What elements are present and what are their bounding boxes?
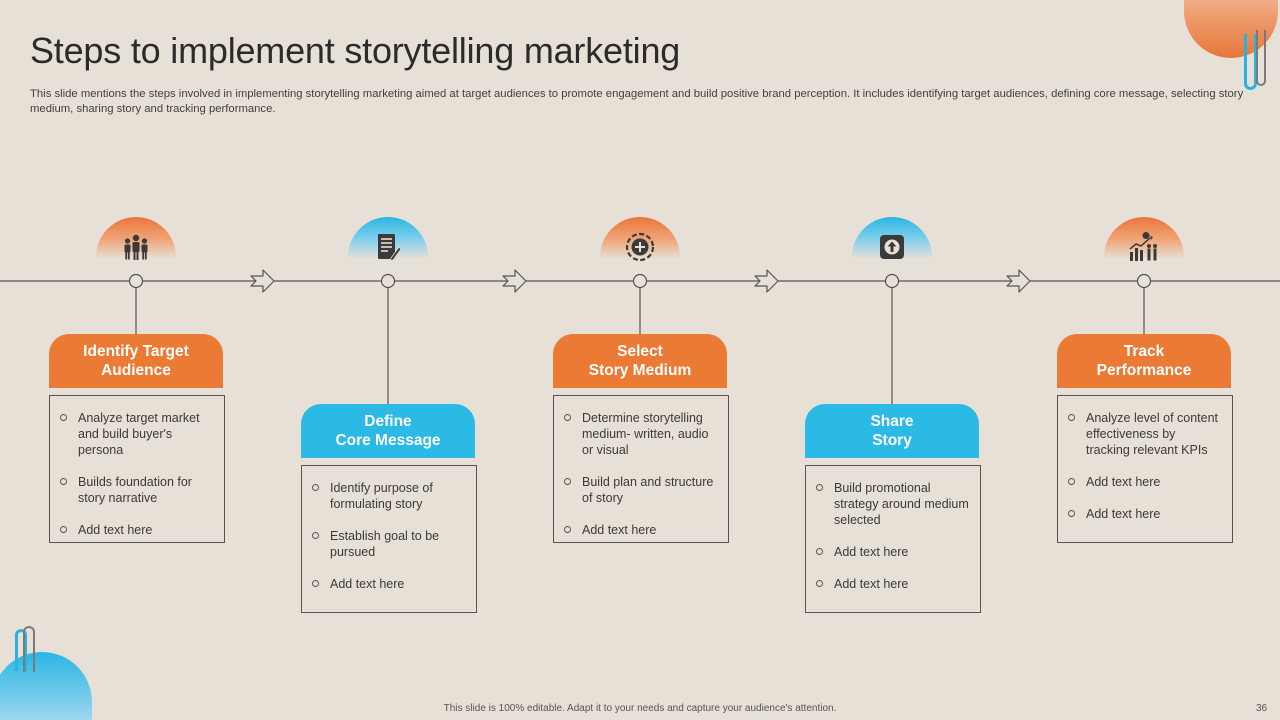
- step-2-details: Identify purpose of formulating story Es…: [301, 465, 477, 613]
- timeline-node-1: [128, 273, 144, 289]
- step-2-bullet-2: Establish goal to be pursued: [312, 528, 466, 560]
- step-1-header: Identify Target Audience: [49, 334, 223, 388]
- paperclip-decoration-bottom-inner: [23, 626, 35, 672]
- timeline-arrow-2: [502, 269, 527, 293]
- step-4-details: Build promotional strategy around medium…: [805, 465, 981, 613]
- step-3-header: Select Story Medium: [553, 334, 727, 388]
- paperclip-decoration-top: [1244, 34, 1257, 90]
- step-2-header: Define Core Message: [301, 404, 475, 458]
- step-1-bullet-1: Analyze target market and build buyer's …: [60, 410, 214, 458]
- plus-circle-icon: [625, 232, 655, 262]
- step-4-bullet-2: Add text here: [816, 544, 970, 560]
- step-2-bullet-1: Identify purpose of formulating story: [312, 480, 466, 512]
- step-4-header: Share Story: [805, 404, 979, 458]
- footer-note: This slide is 100% editable. Adapt it to…: [443, 703, 837, 714]
- page-number: 36: [1256, 703, 1268, 714]
- timeline-arrow-3: [754, 269, 779, 293]
- step-4-bullet-3: Add text here: [816, 576, 970, 592]
- step-3-bullet-1: Determine storytelling medium- written, …: [564, 410, 718, 458]
- timeline-node-3: [632, 273, 648, 289]
- timeline-arrow-1: [250, 269, 275, 293]
- page-subtitle: This slide mentions the steps involved i…: [30, 88, 1244, 115]
- paperclip-decoration-bottom: [15, 629, 27, 671]
- step-3-bullet-2: Build plan and structure of story: [564, 474, 718, 506]
- step-5-bullet-1: Analyze level of content effectiveness b…: [1068, 410, 1222, 458]
- step-5-bullet-3: Add text here: [1068, 506, 1222, 522]
- step-1-bullet-3: Add text here: [60, 522, 214, 538]
- timeline-node-5: [1136, 273, 1152, 289]
- step-3-bullet-3: Add text here: [564, 522, 718, 538]
- step-5-bullet-2: Add text here: [1068, 474, 1222, 490]
- step-4-bullet-1: Build promotional strategy around medium…: [816, 480, 970, 528]
- growth-chart-icon: [1129, 232, 1157, 261]
- step-2-bullet-3: Add text here: [312, 576, 466, 592]
- step-5-details: Analyze level of content effectiveness b…: [1057, 395, 1233, 543]
- people-group-icon: [124, 234, 148, 260]
- timeline-node-2: [380, 273, 396, 289]
- timeline-node-4: [884, 273, 900, 289]
- upload-share-icon: [880, 235, 904, 259]
- document-pen-icon: [378, 234, 402, 262]
- step-3-details: Determine storytelling medium- written, …: [553, 395, 729, 543]
- step-1-bullet-2: Builds foundation for story narrative: [60, 474, 214, 506]
- timeline-arrow-4: [1006, 269, 1031, 293]
- page-title: Steps to implement storytelling marketin…: [30, 30, 681, 71]
- step-5-header: Track Performance: [1057, 334, 1231, 388]
- step-1-details: Analyze target market and build buyer's …: [49, 395, 225, 543]
- paperclip-decoration-top-inner: [1256, 30, 1266, 86]
